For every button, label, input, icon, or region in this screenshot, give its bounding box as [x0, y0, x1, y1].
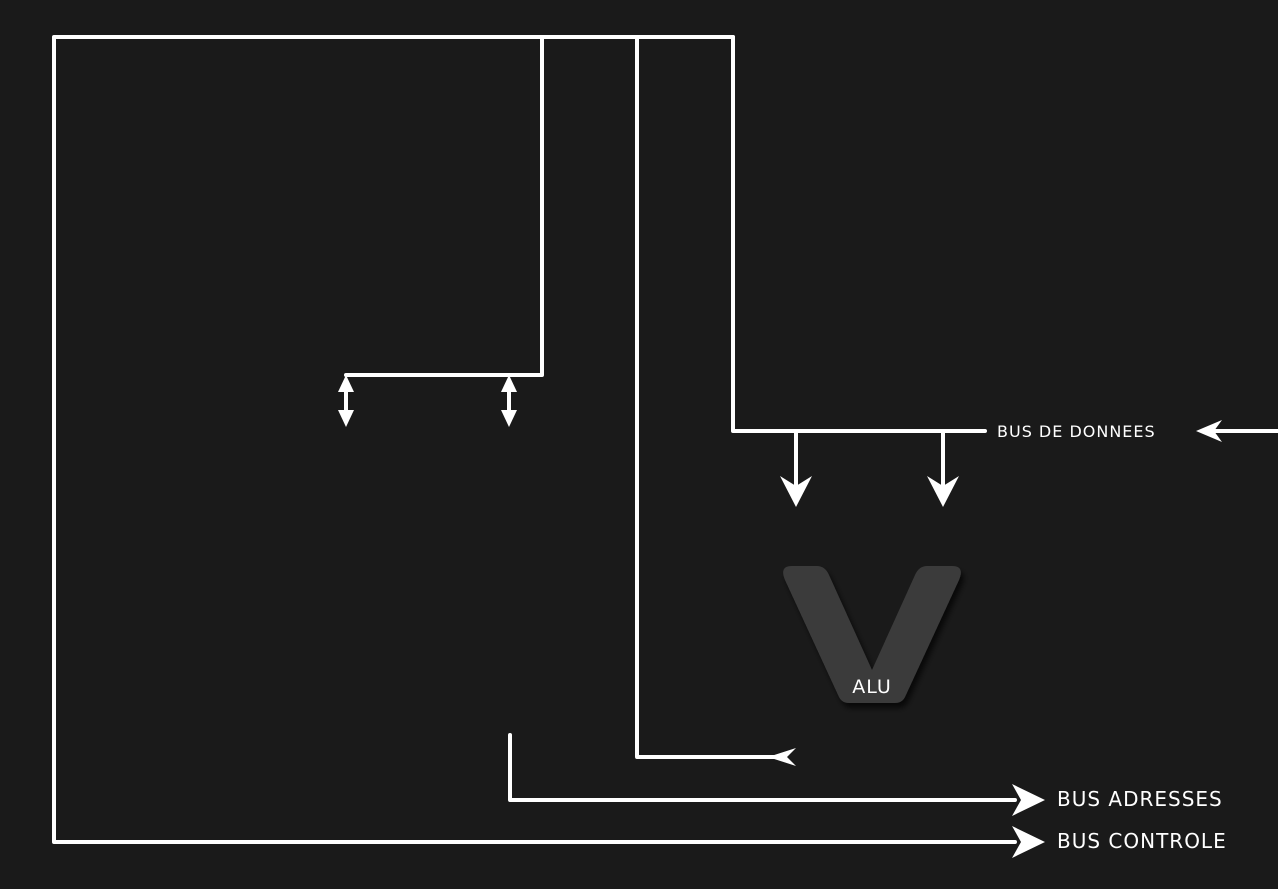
address-bus-arrowhead [1012, 784, 1045, 816]
register-bus-line [344, 35, 544, 377]
alu-input-b-arrowhead [927, 476, 959, 507]
data-bus-label: BUS DE DONNEES [997, 422, 1156, 441]
alu-control-line [635, 35, 780, 759]
control-bus-label: BUS CONTROLE [1057, 829, 1227, 853]
alu-control-arrowhead [768, 748, 796, 766]
register-right-down-arrowhead [501, 410, 517, 427]
alu-shape [783, 566, 961, 703]
register-left-down-arrowhead [338, 410, 354, 427]
control-bus-line [52, 35, 1017, 844]
data-bus-line [731, 35, 987, 433]
address-bus-line [508, 733, 1017, 802]
alu-input-a-arrowhead [780, 476, 812, 507]
address-bus-label: BUS ADRESSES [1057, 787, 1223, 811]
register-right-up-arrowhead [501, 375, 517, 392]
register-left-up-arrowhead [338, 375, 354, 392]
alu-label: ALU [852, 676, 892, 698]
control-bus-arrowhead [1012, 826, 1045, 858]
data-bus-input-arrowhead [1196, 420, 1222, 442]
